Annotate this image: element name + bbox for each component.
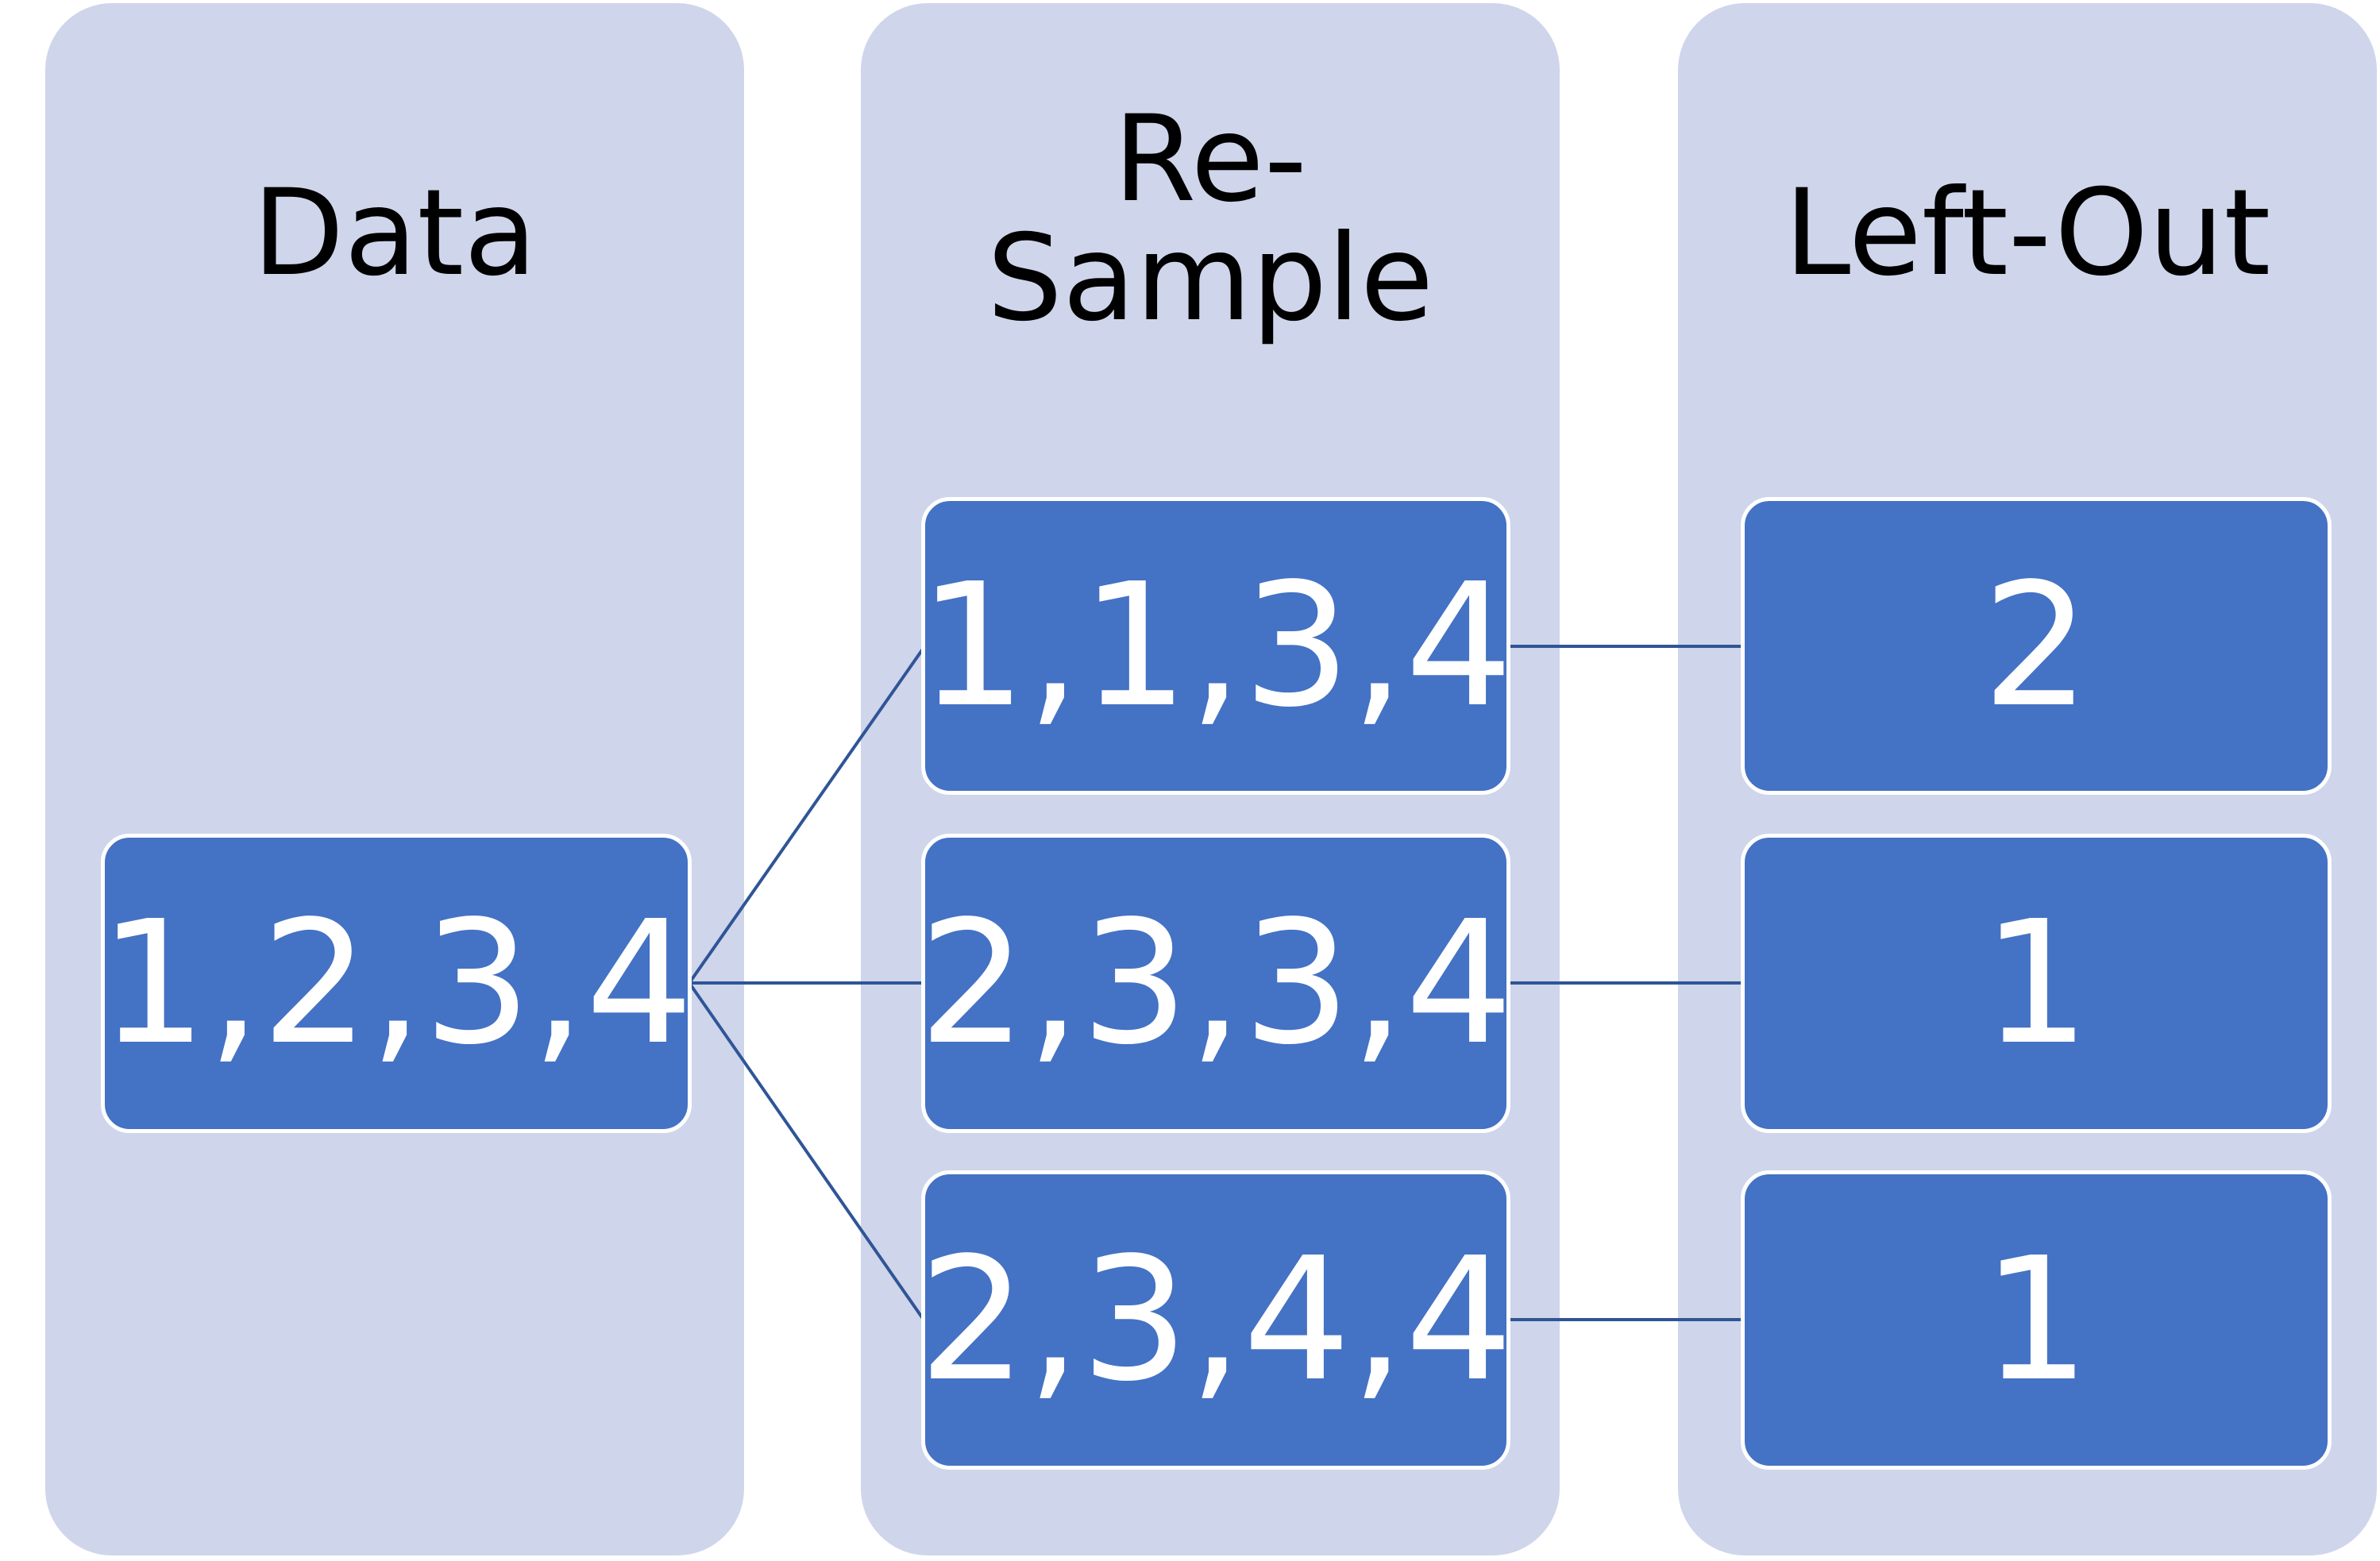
resample-box-3-label: 2,3,4,4 xyxy=(918,1220,1514,1419)
resample-box-1: 1,1,3,4 xyxy=(919,497,1513,795)
resample-box-2-label: 2,3,3,4 xyxy=(918,884,1514,1082)
left-out-box-1-label: 2 xyxy=(1981,546,2091,745)
column-title-resample: Re- Sample xyxy=(861,100,1560,338)
column-data: Data xyxy=(45,3,744,1555)
left-out-box-3-label: 1 xyxy=(1981,1220,2091,1419)
left-out-box-2: 1 xyxy=(1741,834,2332,1133)
column-title-left-out: Left-Out xyxy=(1784,164,2271,303)
column-title-resample-text: Re- Sample xyxy=(986,91,1434,348)
left-out-box-3: 1 xyxy=(1741,1170,2332,1470)
left-out-box-1: 2 xyxy=(1741,497,2332,795)
resample-box-3: 2,3,4,4 xyxy=(919,1170,1513,1470)
data-box-label: 1,2,3,4 xyxy=(98,884,694,1082)
column-title-data: Data xyxy=(252,164,538,303)
resample-box-1-label: 1,1,3,4 xyxy=(918,546,1514,745)
left-out-box-2-label: 1 xyxy=(1981,884,2091,1082)
data-box: 1,2,3,4 xyxy=(98,834,694,1133)
resample-box-2: 2,3,3,4 xyxy=(919,834,1513,1133)
